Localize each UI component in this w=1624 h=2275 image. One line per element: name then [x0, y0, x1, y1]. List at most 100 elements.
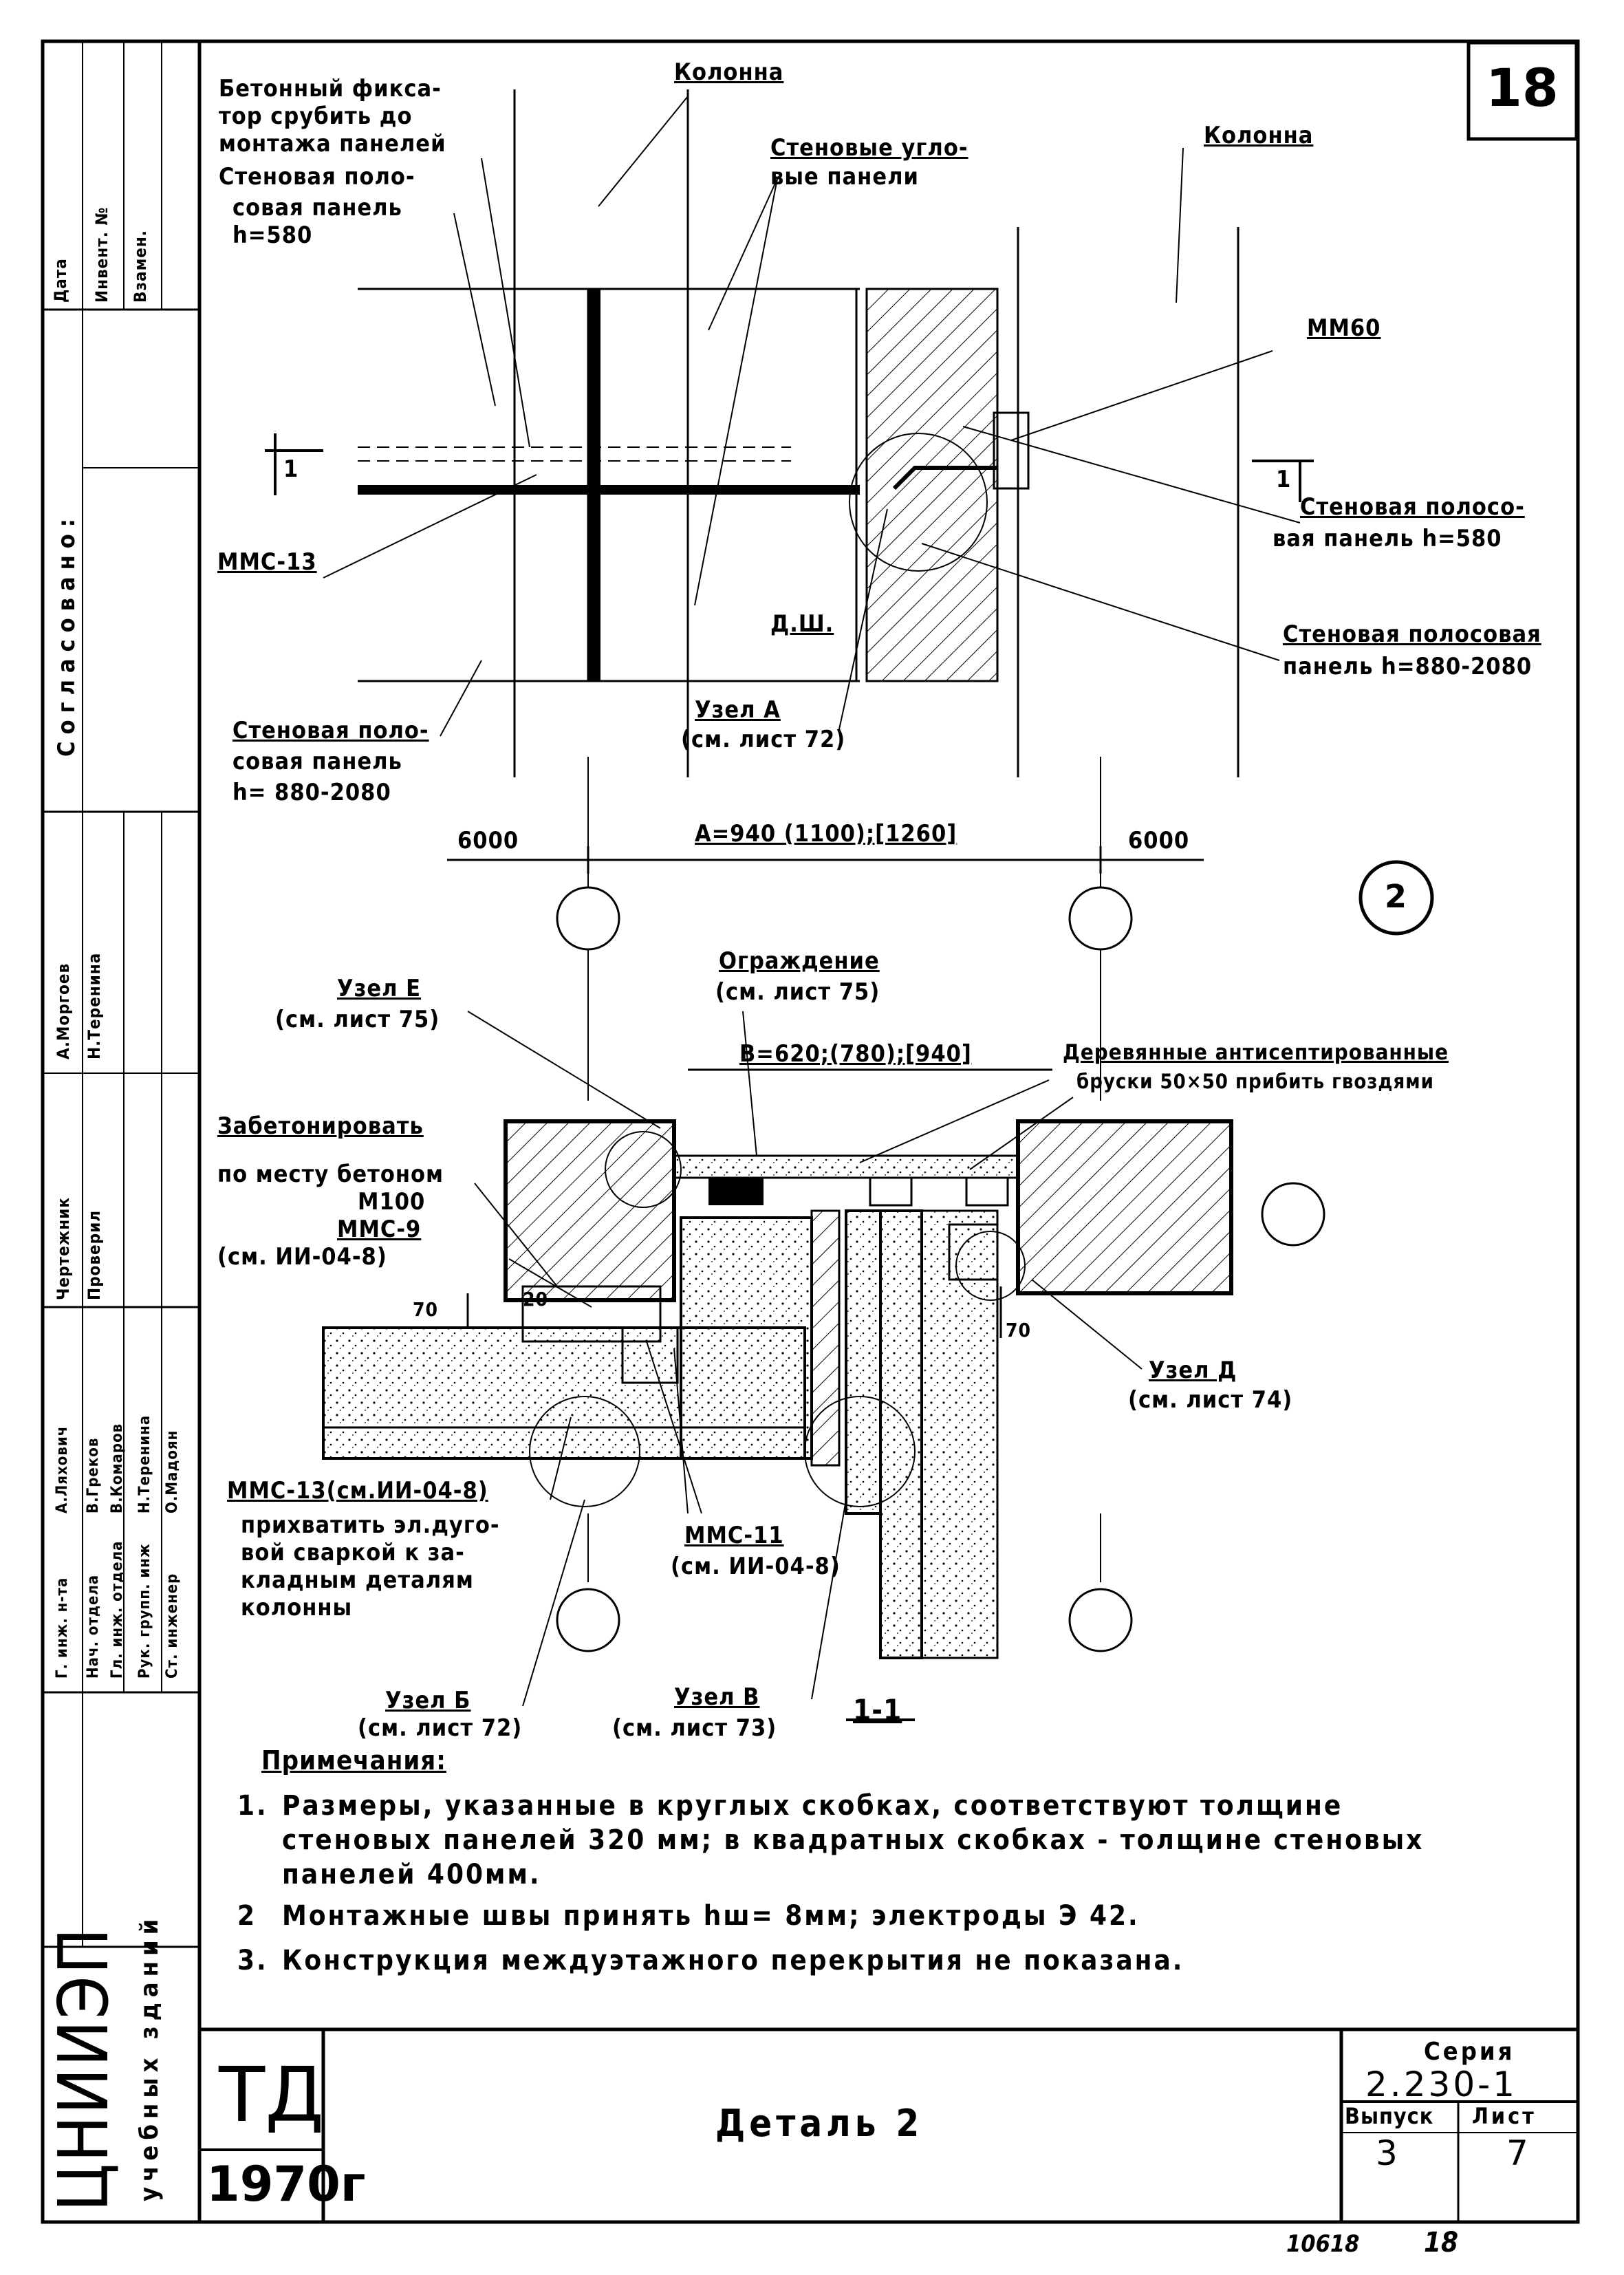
stamp-position-2: Гл. инж. отдела	[109, 1540, 126, 1679]
label-concrete-fixer-3: монтажа панелей	[219, 130, 446, 158]
label-node-e-1: Узел Е	[337, 975, 422, 1002]
stamp-position-0: Г. инж. н-та	[54, 1577, 71, 1679]
label-column-right: Колонна	[1204, 122, 1314, 149]
dim-left: 6000	[457, 827, 519, 854]
stamp-draftsman-name: А.Моргоев	[54, 962, 73, 1059]
stamp-checked-name: Н.Теренина	[85, 952, 104, 1059]
stamp-position-4: Ст. инженер	[164, 1573, 181, 1679]
label-column-left: Колонна	[674, 58, 784, 86]
label-node-v-2: (см. лист 73)	[612, 1714, 777, 1742]
label-fence-1: Ограждение	[719, 947, 880, 975]
note-1-line-3: панелей 400мм.	[282, 1859, 541, 1890]
label-strip-880-right-2: панель h=880-2080	[1283, 653, 1533, 680]
series-label: Серия	[1424, 2038, 1515, 2066]
label-section-left: 1	[283, 455, 299, 483]
circle-marker: 2	[1385, 878, 1407, 915]
label-weld-3: кладным деталям	[241, 1566, 474, 1594]
label-concrete-2: по месту бетоном	[217, 1161, 444, 1188]
title-main: Деталь 2	[715, 2102, 924, 2145]
label-fence-2: (см. лист 75)	[715, 978, 880, 1006]
series-value: 2.230-1	[1365, 2064, 1517, 2104]
stamp-org: ЦНИИЭП	[43, 1926, 124, 2212]
dim-70-left: 70	[413, 1298, 439, 1321]
label-strip-580-right-2: вая панель h=580	[1273, 525, 1502, 552]
section-mark: 1-1	[853, 1693, 902, 1727]
stamp-replaces: Взамен.	[131, 230, 150, 303]
stamp-checked-position: Проверил	[85, 1209, 104, 1300]
sheet-value: 7	[1506, 2133, 1528, 2173]
label-strip-880-left-2: совая панель	[232, 748, 402, 775]
stamp-position-3: Рук. групп. инж	[136, 1543, 153, 1679]
stamp-draftsman-position: Чертежник	[54, 1197, 73, 1300]
dim-70-right: 70	[1006, 1319, 1032, 1341]
outer-frame	[41, 39, 1580, 2224]
label-concrete-fixer-2: тор срубить до	[219, 103, 413, 130]
stamp-org-sub: учебных зданий	[136, 1913, 164, 2201]
label-node-e-2: (см. лист 75)	[275, 1006, 440, 1033]
label-mms13-top: ММС-13	[217, 548, 317, 576]
label-node-d-2: (см. лист 74)	[1128, 1386, 1293, 1414]
label-corner-panels-1: Стеновые угло-	[770, 134, 968, 162]
note-1-line-1: Размеры, указанные в круглых скобках, со…	[282, 1790, 1343, 1822]
dim-20: 20	[523, 1288, 549, 1311]
issue-label: Выпуск	[1345, 2103, 1434, 2129]
label-strip-panel-580-2: совая панель	[232, 194, 402, 222]
label-node-b-2: (см. лист 72)	[358, 1714, 523, 1742]
label-node-b-1: Узел Б	[385, 1687, 471, 1714]
stamp-name-1: В.Греков	[85, 1437, 102, 1513]
title-year: 1970г	[206, 2156, 366, 2212]
label-weld-1: прихватить эл.дуго-	[241, 1511, 500, 1539]
footer-number: 10618	[1286, 2230, 1360, 2258]
stamp-name-2: В.Комаров	[109, 1423, 126, 1513]
label-wood-2: бруски 50×50 прибить гвоздями	[1076, 1070, 1434, 1093]
label-wood-1: Деревянные антисептированные	[1063, 1040, 1449, 1065]
label-corner-panels-2: вые панели	[770, 163, 919, 191]
label-mms13-plan: ММС-13(см.ИИ-04-8)	[227, 1477, 488, 1505]
label-strip-880-left-1: Стеновая поло-	[232, 717, 429, 744]
stamp-date: Дата	[51, 258, 70, 303]
stamp-agreed: Согласовано:	[53, 511, 80, 757]
notes-heading: Примечания:	[261, 1745, 446, 1776]
dim-right: 6000	[1128, 827, 1190, 854]
dim-center: А=940 (1100);[1260]	[695, 820, 957, 848]
title-td: ТД	[219, 2051, 325, 2139]
note-1-line-2: стеновых панелей 320 мм; в квадратных ск…	[282, 1824, 1425, 1856]
label-node-d-1: Узел Д	[1149, 1357, 1237, 1384]
label-weld-4: колонны	[241, 1594, 353, 1621]
label-weld-2: вой сваркой к за-	[241, 1539, 465, 1566]
stamp-inventory: Инвент. №	[92, 206, 111, 303]
note-2-line-1: Монтажные швы принять hш= 8мм; электроды…	[282, 1900, 1140, 1932]
stamp-name-3: Н.Теренина	[136, 1414, 153, 1513]
note-2-num: 2	[237, 1900, 257, 1932]
stamp-name-0: А.Ляхович	[54, 1425, 71, 1513]
label-node-a-2: (см. лист 72)	[681, 726, 846, 753]
label-node-v-1: Узел В	[674, 1683, 760, 1711]
label-section-right: 1	[1276, 466, 1292, 493]
note-3-line-1: Конструкция междуэтажного перекрытия не …	[282, 1945, 1184, 1976]
sheet-label: Лист	[1472, 2103, 1537, 2129]
label-mm60: ММ60	[1307, 314, 1381, 342]
label-concrete-fixer-1: Бетонный фикса-	[219, 75, 442, 103]
issue-value: 3	[1376, 2133, 1398, 2173]
label-strip-580-right-1: Стеновая полосо-	[1300, 493, 1525, 521]
label-strip-880-right-1: Стеновая полосовая	[1283, 621, 1541, 648]
label-strip-880-left-3: h= 880-2080	[232, 779, 391, 806]
label-concrete-3: М100	[358, 1188, 426, 1216]
label-strip-panel-580-1: Стеновая поло-	[219, 163, 415, 191]
label-node-a-1: Узел А	[695, 696, 781, 724]
stamp-name-4: О.Мадоян	[164, 1430, 181, 1513]
label-mms11-2: (см. ИИ-04-8)	[671, 1553, 841, 1580]
label-strip-panel-580-3: h=580	[232, 222, 313, 249]
label-concrete-1: Забетонировать	[217, 1112, 424, 1140]
note-1-num: 1.	[237, 1790, 268, 1822]
footer-sheet: 18	[1424, 2227, 1459, 2258]
note-3-num: 3.	[237, 1945, 268, 1976]
label-mms9-2: (см. ИИ-04-8)	[217, 1243, 387, 1271]
stamp-position-1: Нач. отдела	[85, 1574, 102, 1679]
label-mms11-1: ММС-11	[684, 1522, 784, 1549]
label-b-dim: B=620;(780);[940]	[739, 1040, 972, 1068]
label-mms9-1: ММС-9	[337, 1216, 422, 1243]
label-dsh: Д.Ш.	[770, 610, 834, 638]
sheet-number: 18	[1486, 57, 1559, 118]
